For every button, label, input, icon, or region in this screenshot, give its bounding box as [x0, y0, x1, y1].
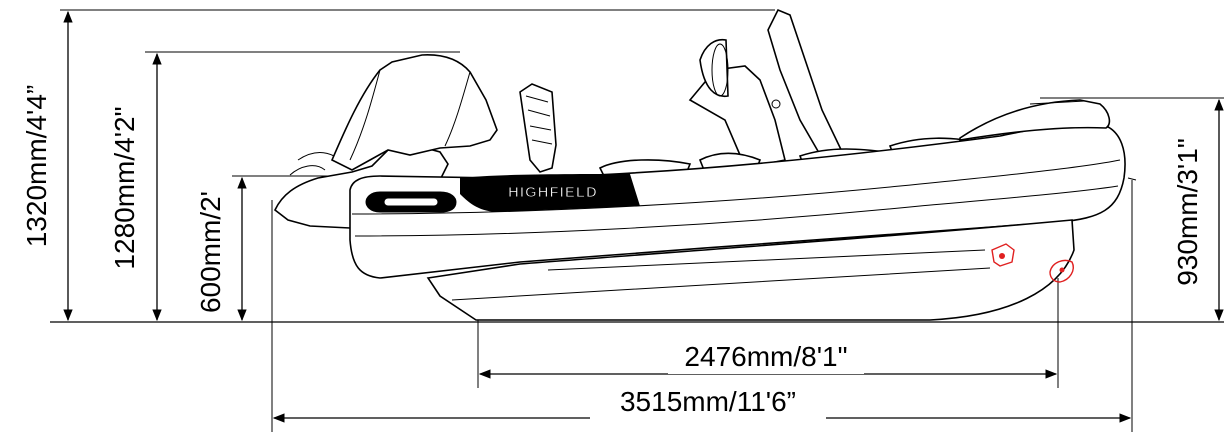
brand-panel [460, 174, 640, 212]
brand-logo-text: HIGHFIELD [508, 184, 598, 201]
dim-height-seat-label: 600mm/2' [195, 191, 226, 313]
dim-height-seat: 600mm/2' [195, 175, 360, 322]
bow-cone [959, 99, 1111, 141]
dim-height-console-label: 1280mm/4'2" [109, 106, 140, 269]
console [688, 65, 786, 166]
steering-wheel-icon [699, 38, 729, 98]
hull-underbody [426, 219, 1075, 321]
dim-length-waterline: 2476mm/8'1" [477, 278, 1059, 388]
drain-plug-icon [1049, 259, 1074, 283]
inflatable-tube [349, 122, 1126, 279]
dim-height-overall-label: 1320mm/4'4” [21, 85, 52, 248]
dim-length-overall: 3515mm/11'6” [271, 180, 1133, 432]
dim-height-tube-label: 930mm/3'1" [1172, 138, 1203, 286]
dim-height-tube: 930mm/3'1" [1040, 97, 1224, 322]
dim-length-waterline-label: 2476mm/8'1" [684, 341, 847, 372]
towing-eye-icon [991, 243, 1015, 267]
boat-illustration: HIGHFIELD [274, 8, 1137, 321]
windscreen-fabric [330, 54, 498, 171]
dim-height-overall: 1320mm/4'4” [21, 9, 775, 322]
dim-height-console: 1280mm/4'2" [109, 51, 460, 322]
dim-length-overall-label: 3515mm/11'6” [620, 386, 796, 417]
